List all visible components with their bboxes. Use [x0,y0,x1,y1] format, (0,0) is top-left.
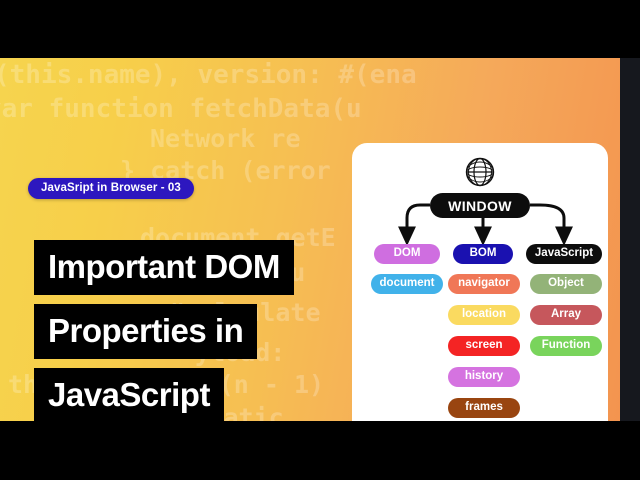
page-title-line-1: Important DOM [34,240,294,295]
page-title-line-2: Properties in [34,304,258,359]
watermark-line: Network re [150,124,301,153]
globe-icon [465,157,495,187]
node-javascript[interactable]: JavaScript [526,244,602,264]
node-history[interactable]: history [448,367,520,387]
node-bom[interactable]: BOM [453,244,513,264]
watermark-line: (this.name), version: #(ena [0,60,417,90]
node-frames[interactable]: frames [448,398,520,418]
node-array[interactable]: Array [530,305,602,325]
node-function[interactable]: Function [530,336,602,356]
node-navigator[interactable]: navigator [448,274,520,294]
series-badge: JavaSript in Browser - 03 [28,178,194,199]
watermark-line: var function fetchData(u [0,94,362,124]
node-window[interactable]: WINDOW [430,193,530,218]
node-dom[interactable]: DOM [374,244,440,264]
node-screen[interactable]: screen [448,336,520,356]
poster-background: (this.name), version: #(ena var function… [0,58,620,421]
page-title-line-3: JavaScript [34,368,224,421]
node-object[interactable]: Object [530,274,602,294]
video-content-band: s ) e d (this.name), version: #(ena var … [0,58,640,421]
node-location[interactable]: location [448,305,520,325]
connector-arrows [398,203,573,246]
node-document[interactable]: document [371,274,443,294]
diagram-card: WINDOW DOM BOM JavaScript document navig… [352,143,608,421]
window-hierarchy-diagram: WINDOW DOM BOM JavaScript document navig… [352,143,608,421]
